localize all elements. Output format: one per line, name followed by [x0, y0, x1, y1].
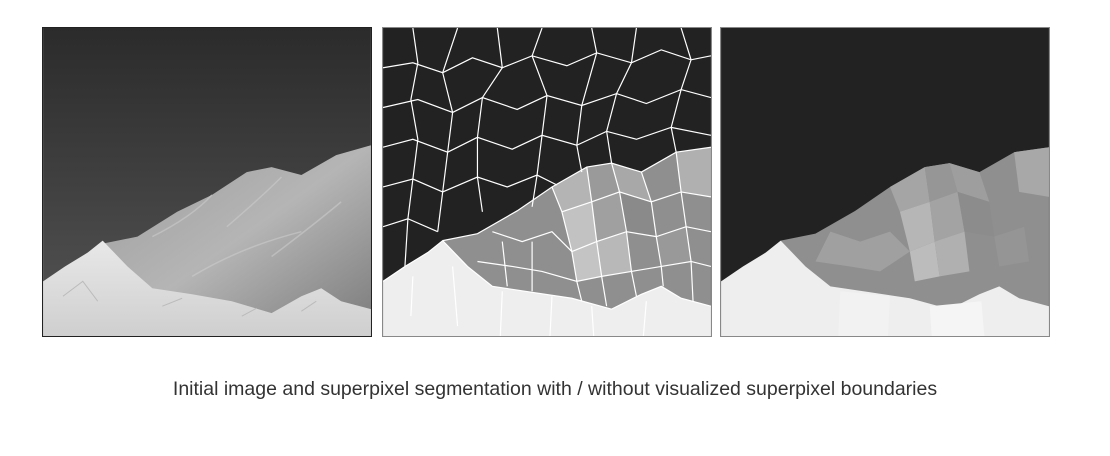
initial-image-panel [42, 27, 372, 337]
figure-caption: Initial image and superpixel segmentatio… [172, 378, 938, 400]
mountain-slope [102, 145, 371, 336]
superpixels-without-boundaries-panel [720, 27, 1050, 337]
superpixel-boundaries-image [383, 28, 711, 336]
superpixel-regions-image [721, 28, 1049, 336]
superpixel-boundary-lines [383, 28, 711, 336]
snow-foreground [43, 240, 371, 336]
mountain-photo [43, 28, 371, 336]
superpixels-with-boundaries-panel [382, 27, 712, 337]
